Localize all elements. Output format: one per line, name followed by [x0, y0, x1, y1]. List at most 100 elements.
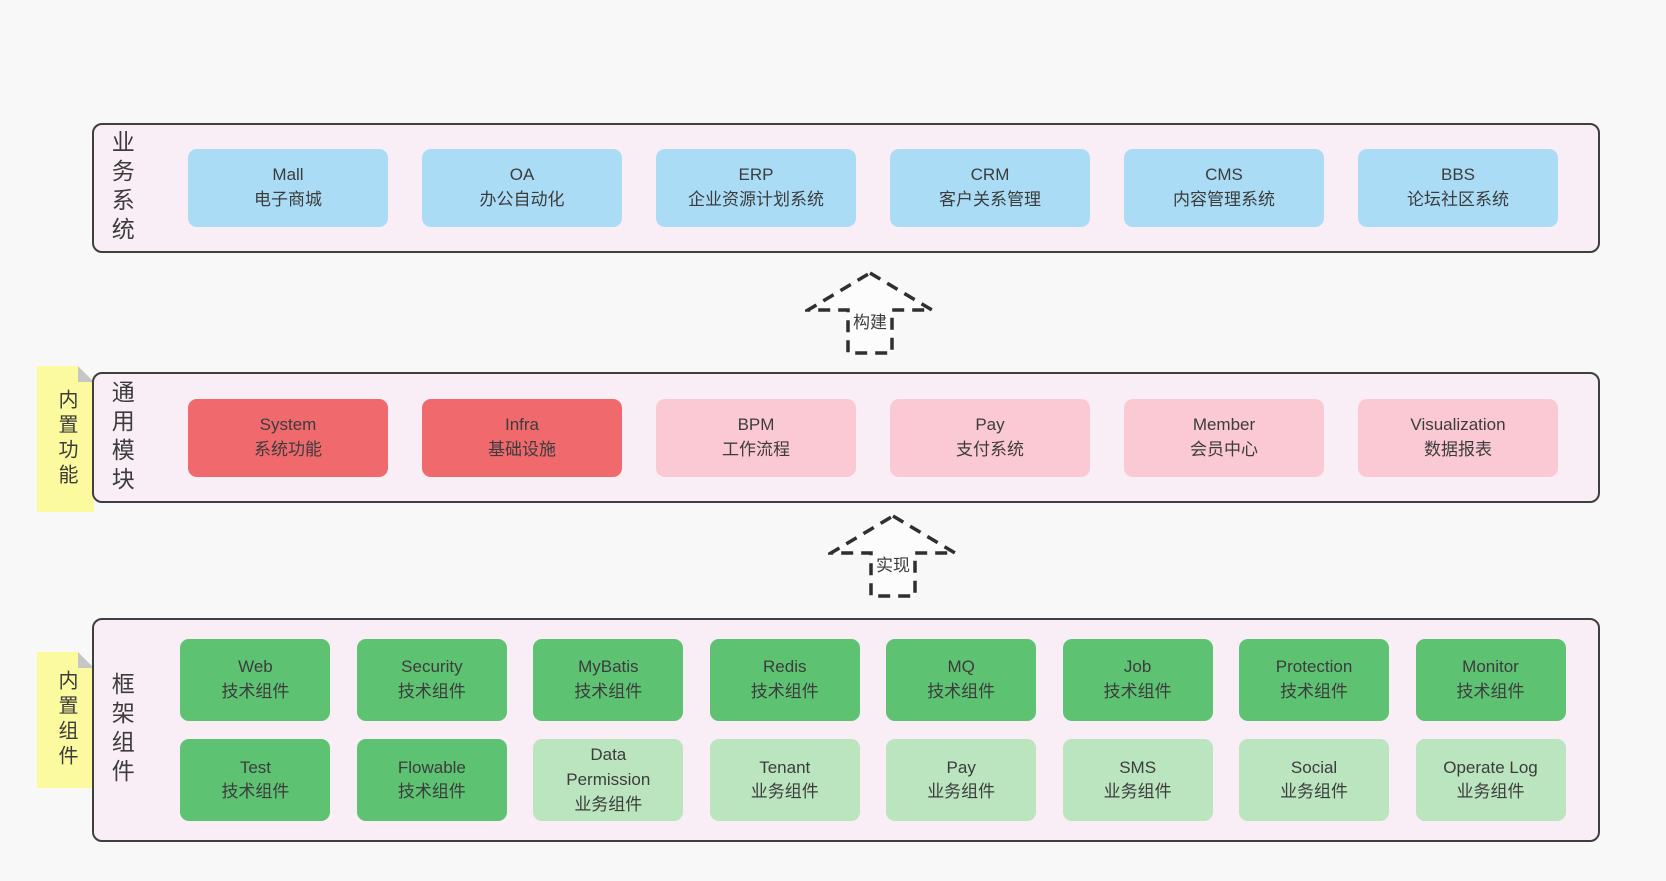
band-common-modules: 通用模块 System 系统功能 Infra 基础设施 BPM 工作流程 Pay [92, 372, 1600, 503]
module-title: CMS [1205, 165, 1243, 185]
module-box: CMS 内容管理系统 [1124, 149, 1324, 227]
module-box: Pay 业务组件 [886, 739, 1037, 822]
module-box: Tenant 业务组件 [709, 739, 860, 822]
module-subtitle: 电子商城 [254, 190, 322, 209]
module-title: CRM [970, 165, 1010, 185]
module-subtitle: 技术组件 [1456, 681, 1525, 701]
module-box: ERP 企业资源计划系统 [656, 149, 856, 227]
band-framework-components: 框架组件 Web 技术组件 Security 技术组件 MyBatis 技术组件… [92, 618, 1600, 842]
module-title: Pay [975, 414, 1005, 434]
module-subtitle: 技术组件 [1103, 681, 1172, 701]
module-subtitle: 业务组件 [927, 782, 996, 802]
module-box: System 系统功能 [188, 398, 388, 477]
band-label: 框架组件 [94, 620, 148, 840]
band-label-text: 通用模块 [108, 379, 135, 496]
module-title: BPM [737, 414, 775, 434]
module-title: Mall [272, 165, 304, 185]
module-box: Operate Log 业务组件 [1415, 739, 1566, 822]
module-box: Security 技术组件 [356, 638, 507, 721]
module-subtitle: 技术组件 [750, 681, 819, 701]
band-boxes-row: Mall 电子商城 OA 办公自动化 ERP 企业资源计划系统 CRM 客户关系… [154, 149, 1592, 227]
module-subtitle: 业务组件 [1456, 782, 1525, 802]
module-title: System [259, 414, 317, 434]
module-title: MyBatis [578, 657, 639, 677]
module-subtitle: 业务组件 [750, 782, 819, 802]
module-box: Pay 支付系统 [890, 398, 1090, 477]
sticky-note-text: 内置组件 [55, 670, 77, 770]
module-subtitle: 技术组件 [1280, 681, 1349, 701]
module-title: Operate Log [1443, 757, 1538, 777]
module-box: Protection 技术组件 [1239, 638, 1390, 721]
folded-corner-icon [78, 366, 94, 382]
module-box: Test 技术组件 [180, 739, 331, 822]
module-title: Security [401, 657, 463, 677]
module-title: BBS [1440, 165, 1476, 185]
sticky-note-text: 内置功能 [55, 389, 77, 489]
module-title: Web [238, 657, 273, 677]
module-subtitle: 支付系统 [956, 439, 1024, 459]
module-title: Tenant [759, 757, 811, 777]
module-subtitle: 工作流程 [722, 439, 790, 459]
module-title: Data Permission [566, 745, 651, 789]
module-box: OA 办公自动化 [422, 149, 622, 227]
module-box: Web 技术组件 [180, 638, 331, 721]
module-subtitle: 技术组件 [397, 782, 466, 802]
module-box: Redis 技术组件 [709, 638, 860, 721]
module-box: Data Permission 业务组件 [533, 739, 684, 822]
sticky-note-builtin-features: 内置功能 [37, 366, 94, 512]
module-title: Visualization [1410, 414, 1506, 434]
module-subtitle: 办公自动化 [479, 190, 565, 209]
up-arrow-icon [828, 513, 958, 598]
band-label-text: 业务系统 [108, 130, 135, 246]
module-box: MQ 技术组件 [886, 638, 1037, 721]
sticky-note-builtin-components: 内置组件 [37, 652, 94, 788]
band-label-text: 框架组件 [108, 672, 135, 788]
module-title: Infra [504, 414, 540, 434]
module-subtitle: 技术组件 [927, 681, 996, 701]
module-subtitle: 系统功能 [254, 439, 322, 459]
arrow-implement: 实现 [828, 513, 958, 599]
module-title: MQ [947, 657, 975, 677]
module-title: Job [1123, 657, 1152, 677]
band-business-systems: 业务系统 Mall 电子商城 OA 办公自动化 ERP 企业资源计划系统 CRM [92, 123, 1600, 253]
module-subtitle: 客户关系管理 [939, 190, 1041, 209]
module-box: Job 技术组件 [1062, 638, 1213, 721]
module-box: Member 会员中心 [1124, 398, 1324, 477]
module-subtitle: 会员中心 [1190, 439, 1258, 459]
band-boxes-row: Test 技术组件 Flowable 技术组件 Data Permission … [154, 739, 1592, 822]
module-title: ERP [738, 165, 774, 185]
module-subtitle: 基础设施 [488, 439, 556, 459]
band-boxes-row: System 系统功能 Infra 基础设施 BPM 工作流程 Pay 支付系统… [154, 398, 1592, 477]
module-box: CRM 客户关系管理 [890, 149, 1090, 227]
module-box: Monitor 技术组件 [1415, 638, 1566, 721]
arrow-build: 构建 [805, 270, 935, 356]
module-subtitle: 业务组件 [1103, 782, 1172, 802]
module-title: Redis [763, 657, 807, 677]
module-box: SMS 业务组件 [1062, 739, 1213, 822]
band-label: 业务系统 [94, 125, 148, 251]
band-label: 通用模块 [94, 374, 148, 501]
arrow-label: 构建 [853, 313, 887, 332]
module-box: BBS 论坛社区系统 [1358, 149, 1558, 227]
module-subtitle: 技术组件 [574, 681, 643, 701]
module-subtitle: 业务组件 [574, 794, 643, 814]
module-title: Pay [946, 757, 976, 777]
module-title: Social [1290, 757, 1338, 777]
folded-corner-icon [78, 652, 94, 668]
module-title: OA [509, 165, 535, 185]
module-box: BPM 工作流程 [656, 398, 856, 477]
up-arrow-icon [805, 270, 935, 355]
module-title: SMS [1119, 757, 1157, 777]
module-subtitle: 内容管理系统 [1173, 190, 1275, 209]
band-content: Web 技术组件 Security 技术组件 MyBatis 技术组件 Redi… [148, 620, 1598, 840]
module-title: Test [239, 757, 272, 777]
module-title: Member [1192, 414, 1256, 434]
module-title: Monitor [1462, 657, 1519, 677]
module-subtitle: 企业资源计划系统 [688, 190, 824, 209]
module-subtitle: 业务组件 [1280, 782, 1349, 802]
module-box: Flowable 技术组件 [356, 739, 507, 822]
module-box: Mall 电子商城 [188, 149, 388, 227]
module-box: Visualization 数据报表 [1358, 398, 1558, 477]
module-box: Social 业务组件 [1239, 739, 1390, 822]
band-boxes-row: Web 技术组件 Security 技术组件 MyBatis 技术组件 Redi… [154, 638, 1592, 721]
